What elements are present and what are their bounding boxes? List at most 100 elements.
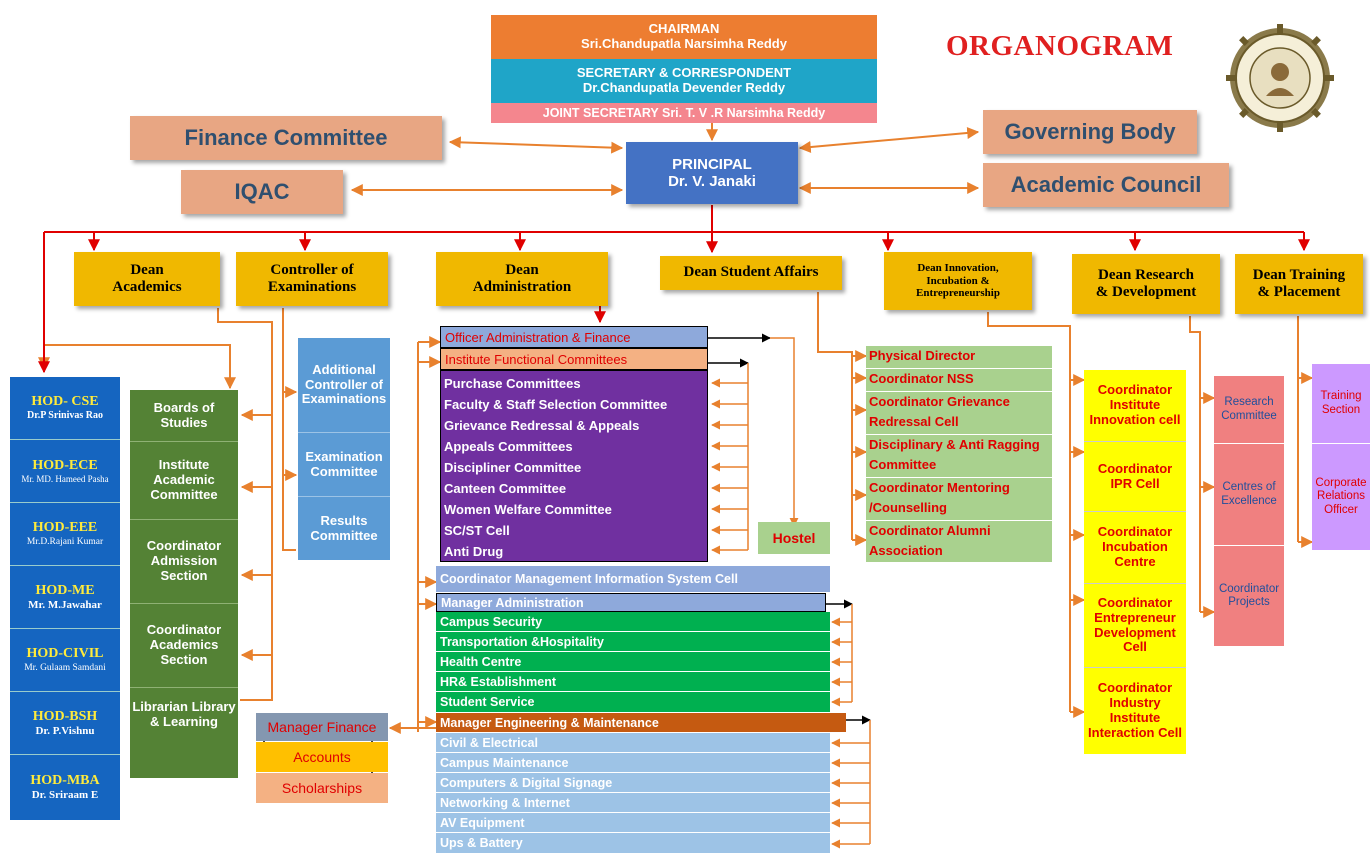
student-affairs-item: Coordinator Alumni Association: [869, 523, 991, 558]
controller-of-examinations-box: Controller of Examinations: [236, 252, 388, 306]
hod-ece-name: Mr. MD. Hameed Pasha: [21, 473, 109, 484]
boards-of-studies: Boards of Studies: [130, 390, 238, 442]
hod-mba-title: HOD-MBA: [30, 773, 100, 789]
dean-training-label: Dean Training & Placement: [1252, 266, 1346, 300]
results-committee-label: Results Committee: [310, 512, 378, 543]
examination-committee-label: Examination Committee: [305, 448, 383, 479]
joint-secretary-box: JOINT SECRETARY Sri. T. V .R Narsimha Re…: [491, 103, 877, 123]
governing-body-box: Governing Body: [983, 110, 1197, 154]
manager-finance: Manager Finance: [256, 713, 388, 741]
chairman-box: CHAIRMAN Sri.Chandupatla Narsimha Reddy: [491, 15, 877, 59]
dean-student-affairs-box: Dean Student Affairs: [660, 256, 842, 290]
innovation-item-label: Coordinator Industry Institute Interacti…: [1088, 680, 1182, 740]
dean-student-affairs-label: Dean Student Affairs: [683, 264, 819, 281]
innovation-item: Coordinator IPR Cell: [1084, 442, 1186, 512]
committee-item: Appeals Committees: [444, 439, 573, 454]
engineering-item: Ups & Battery: [436, 833, 830, 853]
principal-box: PRINCIPAL Dr. V. Janaki: [626, 142, 798, 204]
chairman-title: CHAIRMAN: [648, 21, 720, 37]
admin-item: HR& Establishment: [436, 672, 830, 692]
engineering-item: Computers & Digital Signage: [436, 773, 830, 793]
hod-me-title: HOD-ME: [35, 582, 95, 598]
librarian-library-learning-label: Librarian Library & Learning: [132, 699, 236, 729]
officer-administration-finance: Officer Administration & Finance: [440, 326, 708, 348]
principal-name: Dr. V. Janaki: [668, 173, 756, 190]
librarian-library-learning: Librarian Library & Learning: [130, 688, 238, 778]
hod-civil-title: HOD-CIVIL: [26, 646, 104, 662]
accounts-box: Accounts: [256, 742, 388, 772]
innovation-item-label: Coordinator Institute Innovation cell: [1089, 382, 1181, 427]
accounts-label: Accounts: [293, 748, 351, 765]
dean-research-label: Dean Research & Development: [1095, 266, 1197, 300]
dean-innovation-label: Dean Innovation, Incubation & Entreprene…: [916, 262, 1000, 300]
admin-item: Transportation &Hospitality: [436, 632, 830, 652]
research-item: Centres of Excellence: [1214, 444, 1284, 546]
organogram-title: ORGANOGRAM: [946, 30, 1174, 62]
additional-controller: Additional Controller of Examinations: [298, 338, 390, 433]
hod-me: HOD-ME Mr. M.Jawahar: [10, 566, 120, 629]
committee-item: Purchase Committees: [444, 376, 581, 391]
coordinator-academics-section: Coordinator Academics Section: [130, 604, 238, 688]
manager-administration-label: Manager Administration: [441, 595, 584, 610]
research-column: Research Committee Centres of Excellence…: [1214, 376, 1284, 646]
hod-eee-name: Mr.D.Rajani Kumar: [26, 536, 104, 547]
dean-training-box: Dean Training & Placement: [1235, 254, 1363, 314]
engineering-item: Civil & Electrical: [436, 733, 830, 753]
officer-administration-finance-label: Officer Administration & Finance: [445, 329, 631, 345]
training-item: Corporate Relations Officer: [1312, 444, 1370, 550]
manager-finance-label: Manager Finance: [267, 718, 377, 735]
innovation-item: Coordinator Incubation Centre: [1084, 512, 1186, 584]
academics-column: Boards of Studies Institute Academic Com…: [130, 390, 238, 778]
dean-research-box: Dean Research & Development: [1072, 254, 1220, 314]
student-affairs-column: Physical Director Coordinator NSS Coordi…: [866, 346, 1052, 562]
dean-academics-label: Dean Academics: [112, 261, 182, 295]
student-affairs-item: Coordinator Grievance Redressal Cell: [866, 392, 1052, 435]
chairman-name: Sri.Chandupatla Narsimha Reddy: [581, 36, 787, 51]
student-affairs-item: Coordinator NSS: [866, 369, 1052, 392]
innovation-item: Coordinator Entrepreneur Development Cel…: [1084, 584, 1186, 668]
innovation-column: Coordinator Institute Innovation cell Co…: [1084, 370, 1186, 754]
research-item-label: Centres of Excellence: [1221, 481, 1277, 507]
mis-cell-label: Coordinator Management Information Syste…: [440, 572, 738, 586]
mis-cell: Coordinator Management Information Syste…: [436, 566, 830, 592]
hostel-box: Hostel: [758, 522, 830, 554]
admin-item: Health Centre: [436, 652, 830, 672]
hod-civil-name: Mr. Gulaam Samdani: [24, 662, 106, 673]
research-item: Coordinator Projects: [1214, 546, 1284, 646]
boards-of-studies-label: Boards of Studies: [153, 399, 215, 430]
training-item: Training Section: [1312, 364, 1370, 444]
results-committee: Results Committee: [298, 497, 390, 560]
institute-functional-committees-label: Institute Functional Committees: [445, 351, 628, 367]
student-affairs-item: Physical Director: [866, 346, 1052, 369]
secretary-name: Dr.Chandupatla Devender Reddy: [582, 80, 786, 95]
hod-mba-name: Dr. Sriraam E: [31, 789, 99, 802]
hod-ece-title: HOD-ECE: [32, 457, 98, 473]
coordinator-academics-section-label: Coordinator Academics Section: [146, 622, 222, 667]
research-item-label: Coordinator Projects: [1218, 582, 1280, 608]
institute-functional-committees: Institute Functional Committees: [440, 348, 708, 370]
committee-item: Canteen Committee: [444, 481, 567, 496]
engineering-item: AV Equipment: [436, 813, 830, 833]
research-item-label: Research Committee: [1221, 396, 1277, 422]
hod-eee-title: HOD-EEE: [32, 520, 98, 536]
committee-item: Women Welfare Committee: [444, 502, 612, 517]
training-column: Training Section Corporate Relations Off…: [1312, 364, 1370, 550]
hod-me-name: Mr. M.Jawahar: [28, 598, 102, 611]
engineering-item: Networking & Internet: [436, 793, 830, 813]
college-seal-logo: [1226, 24, 1334, 132]
hostel-label: Hostel: [772, 529, 816, 546]
dean-administration-box: Dean Administration: [436, 252, 608, 306]
admin-item: Student Service: [436, 692, 830, 712]
admin-item: Campus Security: [436, 612, 830, 632]
manager-administration: Manager Administration: [436, 593, 826, 612]
secretary-box: SECRETARY & CORRESPONDENT Dr.Chandupatla…: [491, 59, 877, 103]
hod-eee: HOD-EEE Mr.D.Rajani Kumar: [10, 503, 120, 566]
hod-cse-title: HOD- CSE: [31, 394, 99, 410]
dean-administration-label: Dean Administration: [472, 261, 572, 295]
governing-body-label: Governing Body: [1004, 119, 1176, 145]
innovation-item: Coordinator Institute Innovation cell: [1084, 370, 1186, 442]
admin-items-list: Campus Security Transportation &Hospital…: [436, 612, 830, 712]
controller-of-examinations-label: Controller of Examinations: [267, 261, 357, 295]
hod-bsh: HOD-BSH Dr. P.Vishnu: [10, 692, 120, 755]
